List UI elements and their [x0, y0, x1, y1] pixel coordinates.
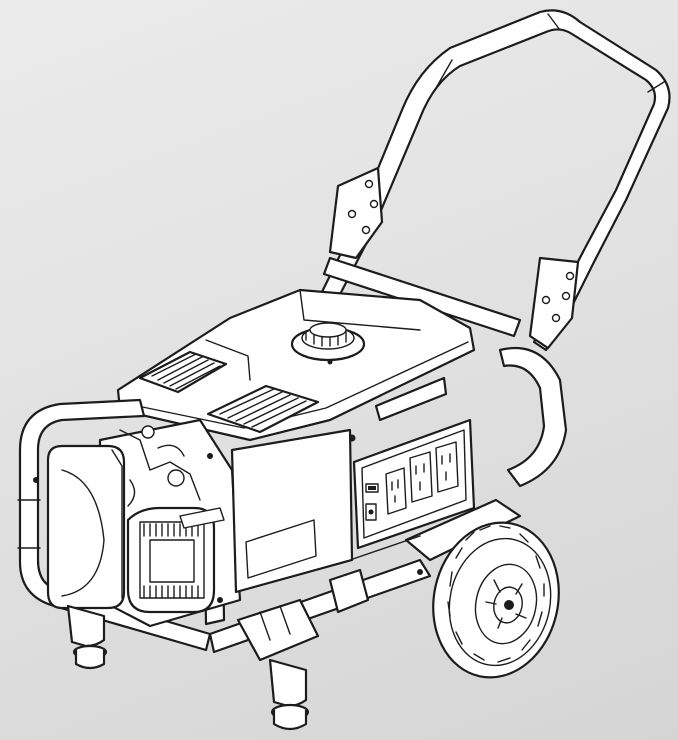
side-body	[230, 428, 421, 594]
outlet-3	[435, 441, 459, 493]
outlet-2	[409, 451, 433, 503]
rear-frame	[404, 346, 568, 562]
frame-bolts	[33, 453, 423, 603]
engine	[46, 418, 242, 628]
fuel-cap	[290, 322, 366, 365]
air-filter	[46, 444, 126, 610]
left-hinge-bracket	[328, 166, 384, 260]
control-panel	[352, 418, 476, 550]
vent-grille-left	[138, 350, 228, 394]
support-foot-left	[66, 604, 108, 670]
outlet-1	[385, 467, 407, 515]
vent-grille-center	[206, 384, 320, 434]
handle	[316, 9, 671, 352]
right-hinge-bracket	[528, 256, 580, 350]
support-foot-right	[268, 658, 310, 731]
base-frame	[208, 558, 432, 662]
wheel	[432, 521, 560, 679]
